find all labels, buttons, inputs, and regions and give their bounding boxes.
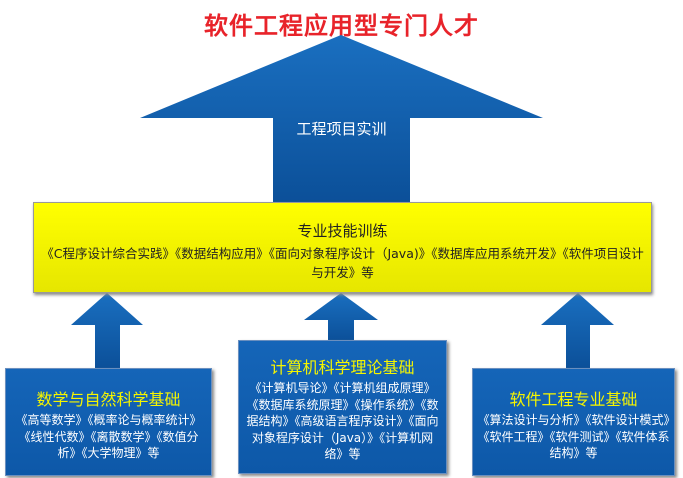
- middle-up-arrow: [304, 293, 378, 342]
- box-title: 数学与自然科学基础: [36, 390, 181, 409]
- box-desc: 《算法设计与分析》《软件设计模式》《软件工程》《软件测试》《软件体系结构》等: [477, 413, 670, 460]
- box-desc: 《计算机导论》《计算机组成原理》《数据库系统原理》《操作系统》《数据结构》《高级…: [246, 381, 439, 461]
- cs-theory-box: 计算机科学理论基础 《计算机导论》《计算机组成原理》《数据库系统原理》《操作系统…: [238, 340, 447, 474]
- right-up-arrow: [541, 293, 614, 370]
- top-arrow-label: 工程项目实训: [296, 120, 387, 138]
- big-up-arrow: [140, 35, 543, 205]
- left-up-arrow: [71, 293, 143, 370]
- skill-desc: 《C程序设计综合实践》《数据结构应用》《面向对象程序设计（Java)》《数据库应…: [41, 246, 644, 280]
- se-foundation-box: 软件工程专业基础 《算法设计与分析》《软件设计模式》《软件工程》《软件测试》《软…: [472, 368, 675, 476]
- box-title: 软件工程专业基础: [509, 390, 638, 409]
- skill-title: 专业技能训练: [297, 222, 388, 240]
- math-science-box: 数学与自然科学基础 《高等数学》《概率论与概率统计》《线性代数》《离散数学》《数…: [5, 368, 212, 476]
- skill-training-box: 专业技能训练 《C程序设计综合实践》《数据结构应用》《面向对象程序设计（Java…: [33, 202, 652, 293]
- box-desc: 《高等数学》《概率论与概率统计》《线性代数》《离散数学》《数值分析》《大学物理》…: [15, 413, 202, 460]
- box-title: 计算机科学理论基础: [270, 358, 415, 377]
